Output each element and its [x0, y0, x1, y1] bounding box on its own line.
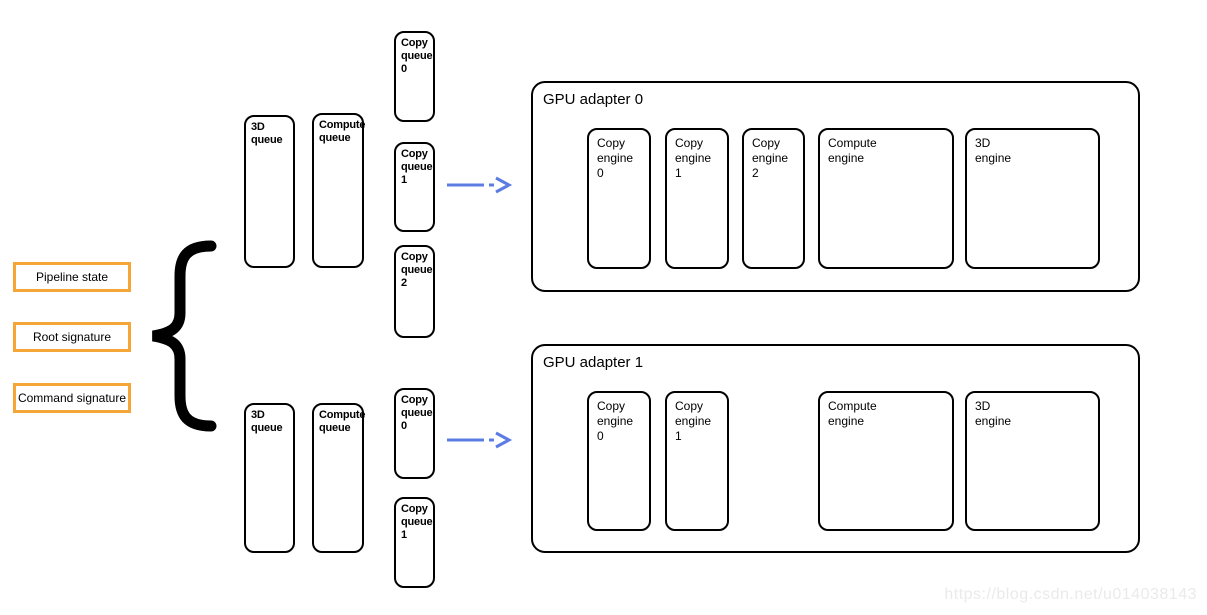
- gpu-adapter-0-title: GPU adapter 0: [543, 91, 644, 108]
- root-signature-label: Root signature: [32, 330, 112, 344]
- pipeline-state-label: Pipeline state: [35, 270, 109, 284]
- watermark-url: https://blog.csdn.net/u014038143: [944, 586, 1197, 603]
- gpu-adapter-1-title: GPU adapter 1: [543, 354, 644, 371]
- dashed-arrow-icon-0: [447, 176, 513, 194]
- dashed-arrow-icon-1: [447, 431, 513, 449]
- curly-brace-icon: [152, 240, 217, 432]
- command-signature-label: Command signature: [17, 391, 127, 405]
- root-signature-box: Root signature: [13, 322, 131, 352]
- pipeline-state-box: Pipeline state: [13, 262, 131, 292]
- command-signature-box: Command signature: [13, 383, 131, 413]
